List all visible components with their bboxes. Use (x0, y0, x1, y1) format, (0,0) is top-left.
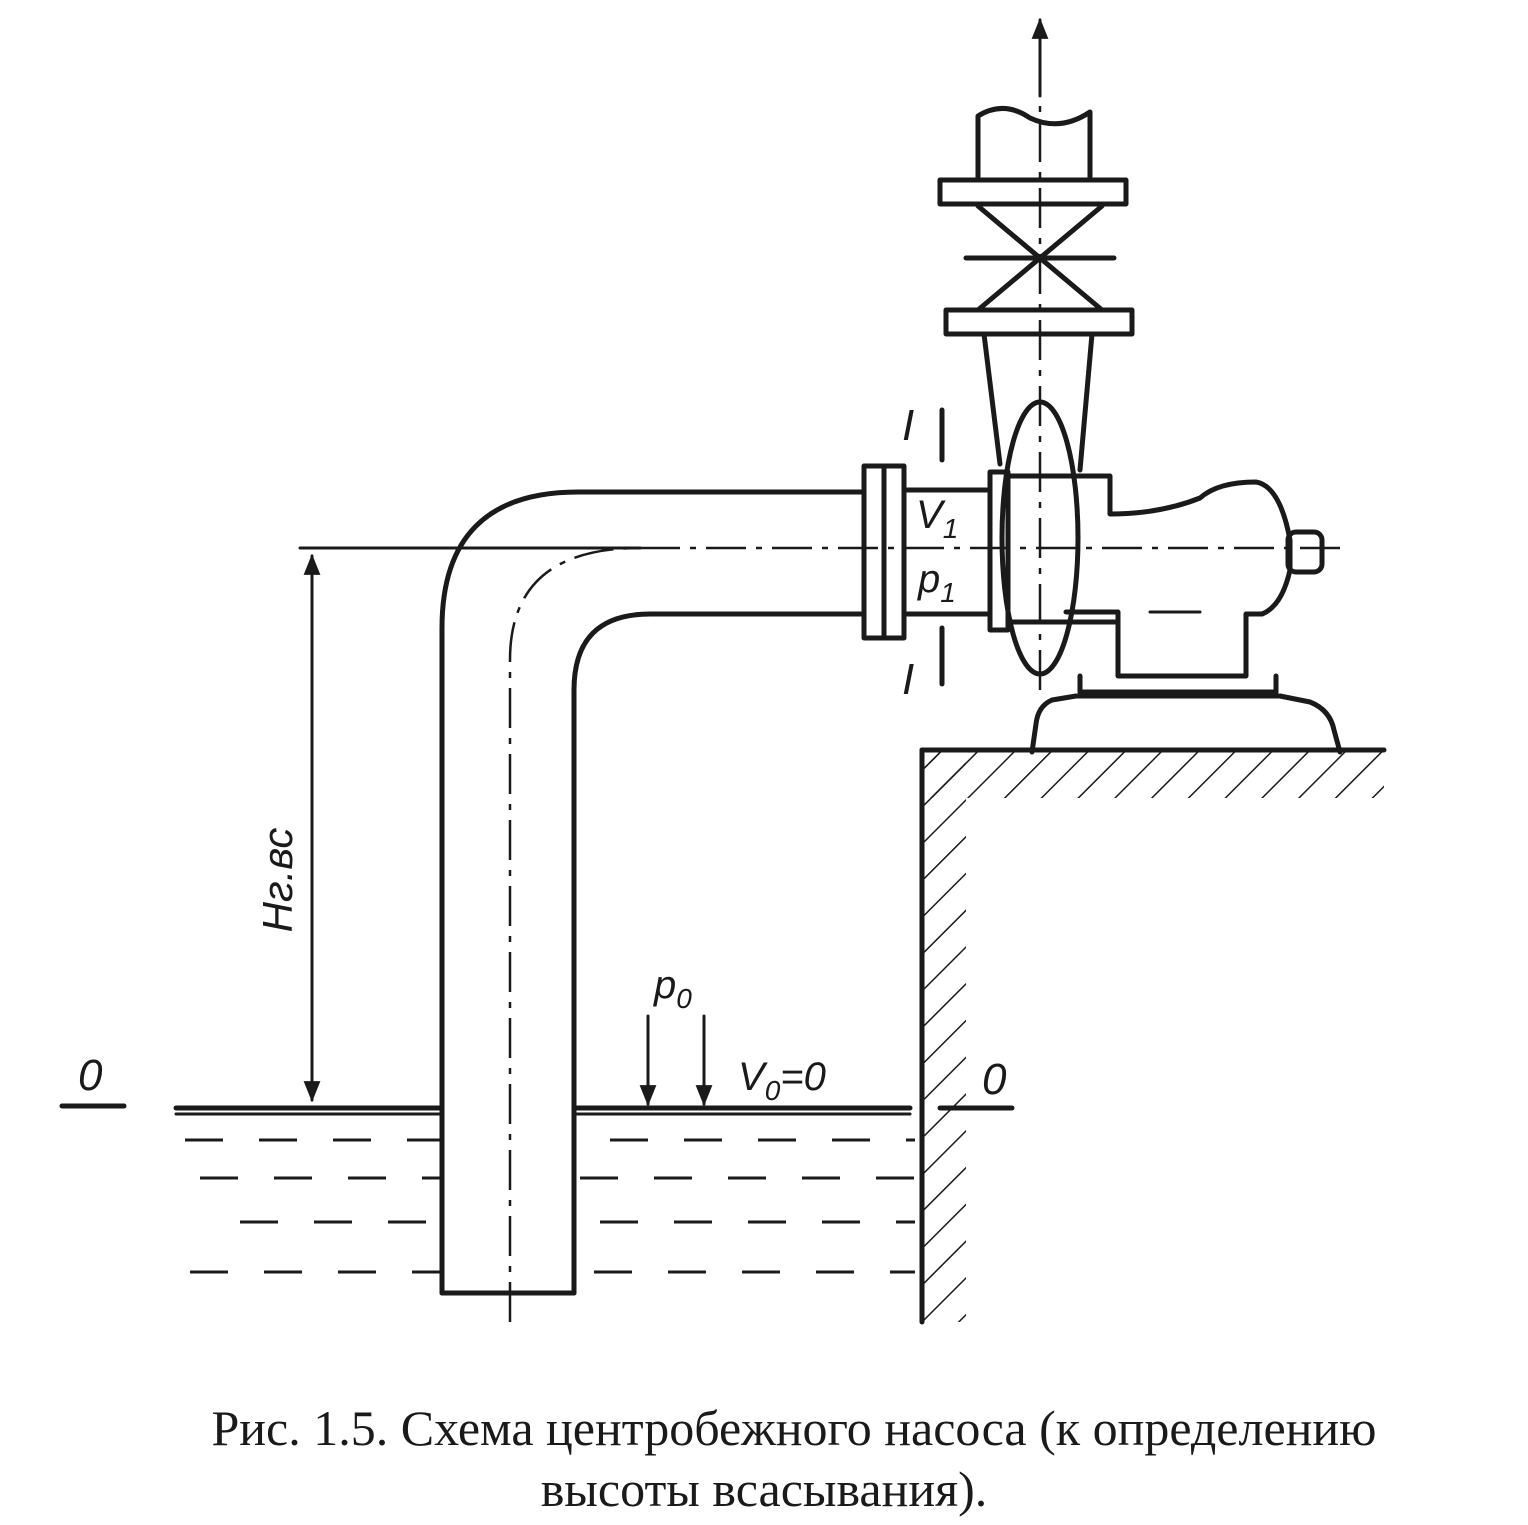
datum-level-0 (59, 1103, 1015, 1111)
water-reservoir (173, 1105, 915, 1274)
pump-casing (987, 399, 1343, 755)
datum-label-right: 0 (982, 1055, 1007, 1104)
section-label-bottom: I (902, 655, 914, 704)
figure-caption-line-2: высоты всасывания). (540, 1461, 988, 1517)
section-label-top: I (902, 401, 914, 450)
suction-height-label: Hг.вс (254, 828, 301, 933)
pressure-p0-label: p0 (653, 963, 692, 1014)
velocity-v0-label: V0=0 (738, 1055, 826, 1106)
atmospheric-pressure-arrows (639, 1014, 713, 1107)
suction-flange (861, 463, 993, 641)
suction-height-dimension (298, 546, 642, 1103)
ground-wall (919, 747, 1387, 1325)
velocity-v1-label: V1 (916, 493, 958, 544)
datum-label-left: 0 (78, 1051, 103, 1100)
figure-caption-line-1: Рис. 1.5. Схема центробежного насоса (к … (211, 1400, 1377, 1456)
suction-pipe (439, 489, 867, 1322)
discharge-assembly (937, 106, 1135, 473)
pressure-p1-label: p1 (917, 557, 956, 608)
